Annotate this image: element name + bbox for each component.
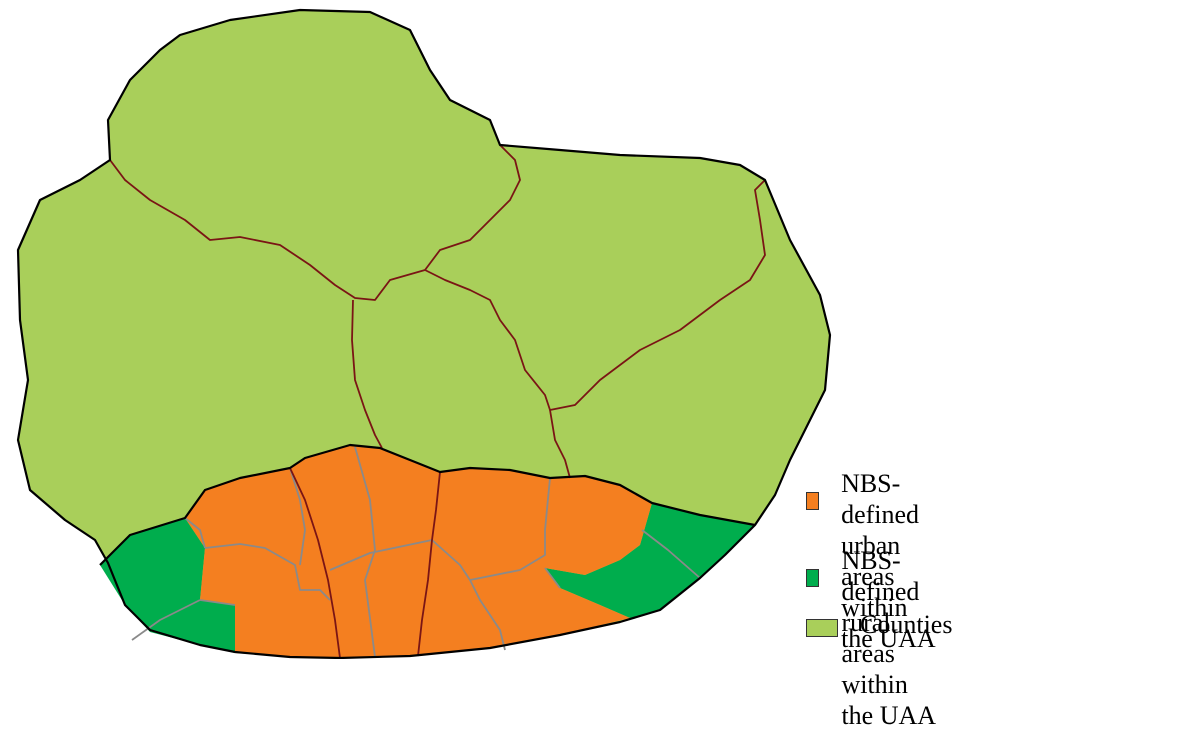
legend-swatch-rural [806,569,820,587]
uaa-outline [99,443,756,566]
legend-label-county: Counties [860,609,952,640]
legend-label-urban-line2: within the UAA [841,593,936,653]
region-outline [16,8,832,659]
legend-item-urban: NBS-defined urban areas within the UAA [806,468,938,654]
legend-swatch-county [806,619,838,637]
legend-label-rural-line2: within the UAA [841,670,937,730]
urban-area-boundaries [131,446,701,658]
legend-label-rural-line1: NBS-defined rural areas [841,546,920,668]
rural-area-east [545,503,755,618]
legend-swatch-urban [806,492,820,510]
legend-label-county-line1: Counties [860,610,953,639]
legend-label-urban: NBS-defined urban areas within the UAA [841,468,938,654]
rural-area-west [100,518,235,653]
urban-area [185,445,652,658]
map [16,8,832,659]
county-boundaries [109,144,766,659]
legend-label-urban-line1: NBS-defined urban areas [841,469,920,591]
legend-item-county: Counties [806,609,952,640]
